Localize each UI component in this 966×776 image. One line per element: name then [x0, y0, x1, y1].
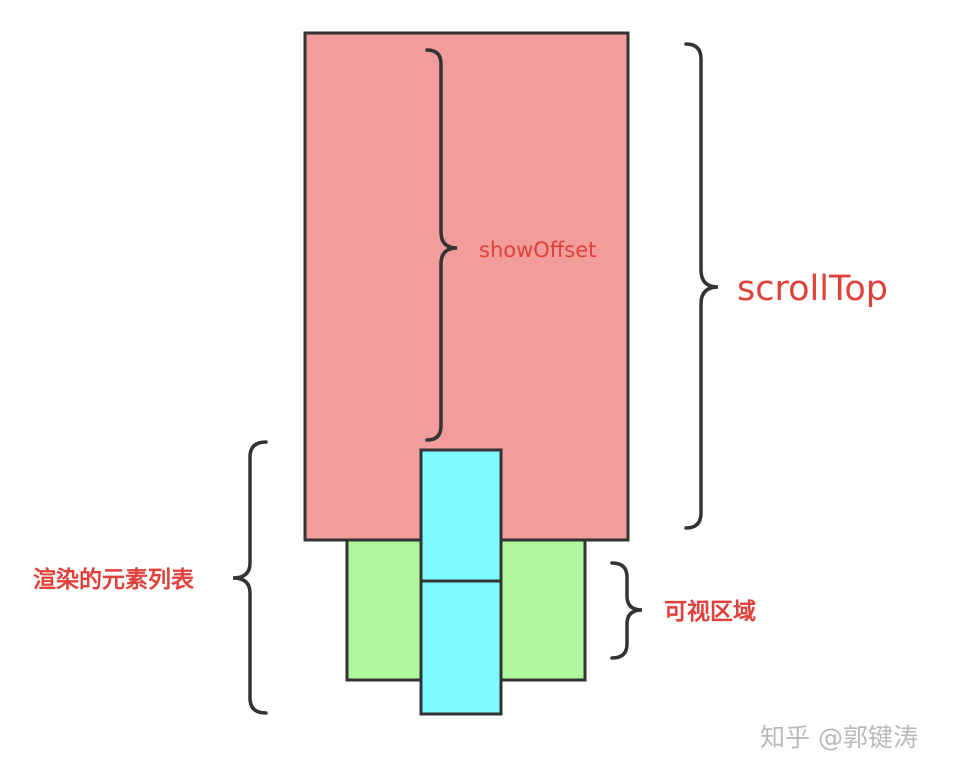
visible-item-lower [419, 579, 503, 716]
visible-area-label: 可视区域 [664, 598, 756, 625]
rendered-list-brace [232, 440, 268, 715]
scroll-top-brace [684, 42, 719, 530]
show-offset-label: showOffset [479, 238, 596, 262]
visible-item-upper [419, 448, 503, 583]
show-offset-brace [425, 48, 458, 442]
scroll-top-label: scrollTop [737, 269, 888, 309]
rendered-list-label: 渲染的元素列表 [33, 566, 195, 593]
visible-area-brace [610, 561, 643, 660]
watermark-text: 知乎 @郭键涛 [760, 723, 918, 752]
